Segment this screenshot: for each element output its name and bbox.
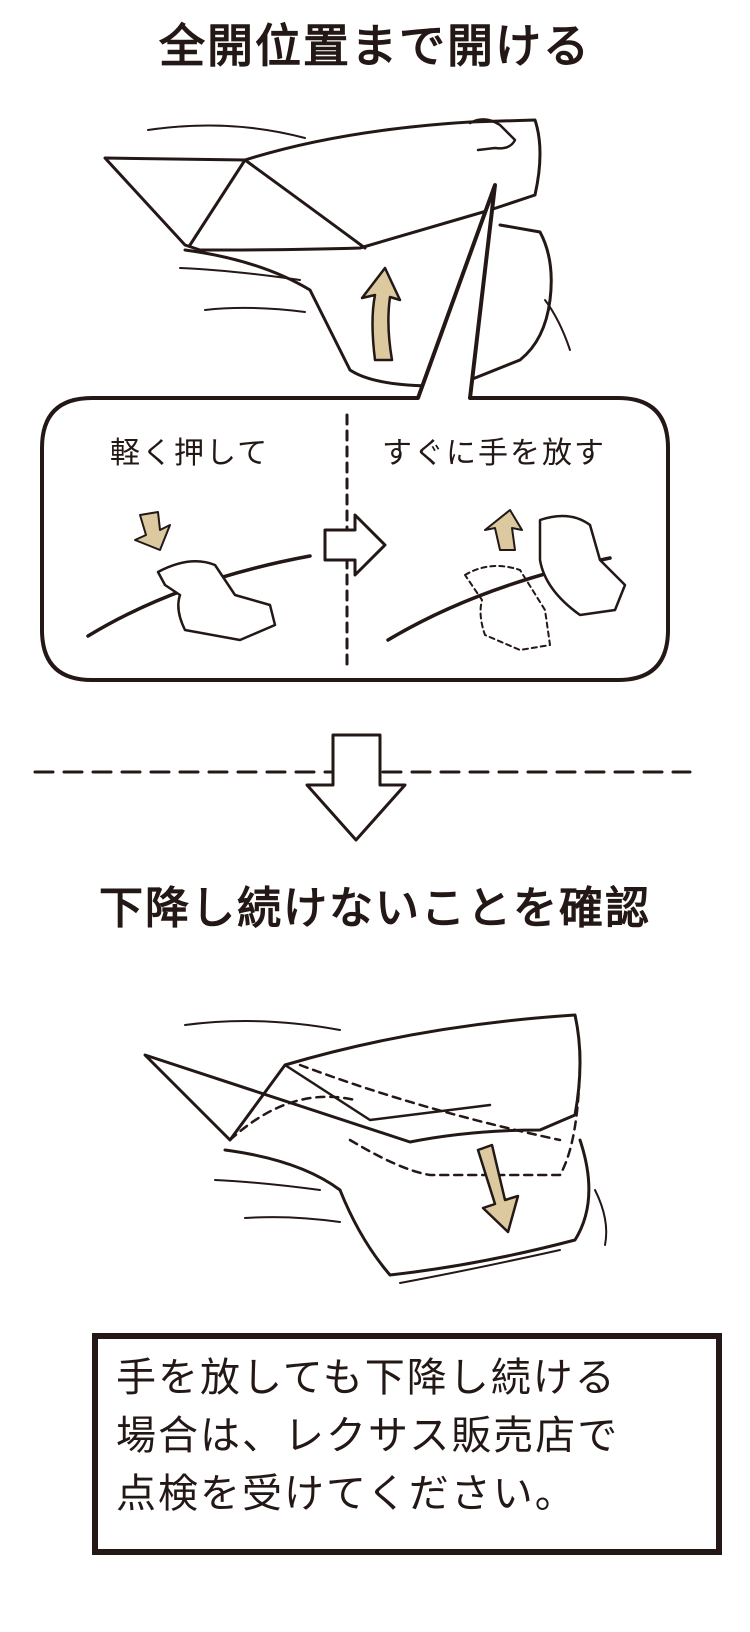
step-left-label: 軽く押して (110, 436, 270, 471)
arrow-up-small-icon (484, 509, 523, 551)
check-heading: 下降し続けないことを確認 (99, 883, 651, 934)
big-down-arrow-icon (305, 733, 407, 842)
callout-box (40, 183, 670, 682)
hand-ghost-icon (464, 565, 551, 651)
notice-line: 点検を受けてください。 (116, 1471, 577, 1517)
arrow-down-right-icon (134, 511, 171, 551)
page-title: 全開位置まで開ける (159, 19, 591, 73)
hand-release-icon (538, 514, 627, 617)
arrow-up-icon (360, 266, 402, 362)
car-trunk-open-illustration (103, 118, 571, 388)
notice-box: 手を放しても下降し続ける 場合は、レクサス販売店で 点検を受けてください。 (92, 1333, 722, 1555)
car-trunk-closing-illustration (143, 1013, 608, 1284)
hand-press-icon (156, 560, 277, 642)
notice-line: 手を放しても下降し続ける (116, 1355, 617, 1401)
arrow-right-icon (323, 513, 387, 577)
arrow-down-icon (476, 1143, 520, 1234)
notice-line: 場合は、レクサス販売店で (116, 1413, 620, 1459)
step-right-label: すぐに手を放す (382, 436, 606, 471)
